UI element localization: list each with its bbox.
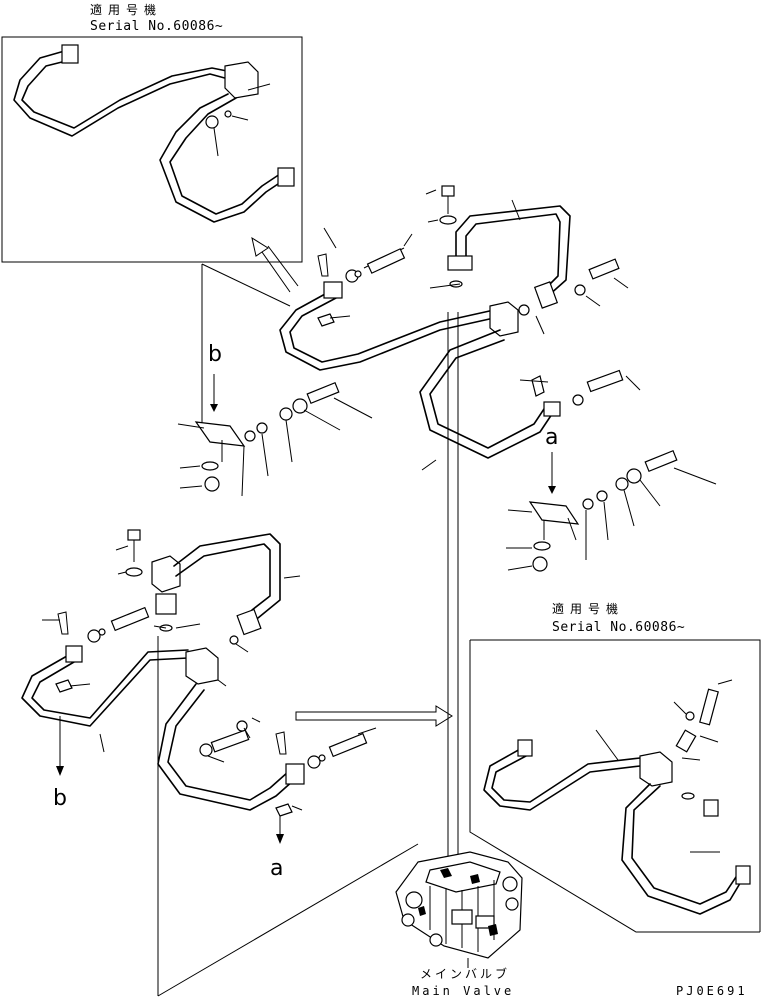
inset-box-bottom [469,639,761,933]
main-valve-label-en: Main Valve [412,984,515,998]
inset-bottom-serial-label: Serial No.60086~ [552,620,686,635]
inset-bottom-applies-label: 適用号機 [552,602,625,616]
arrow-b-label: b [53,786,67,811]
bracket-b-assembly [177,263,373,497]
drawing-code: PJ0E691 [676,984,748,998]
inset-top-serial-label: Serial No.60086~ [90,19,224,34]
inset-box-top [1,36,303,263]
bracket-a-assembly [506,449,717,572]
view-b-callout: b [208,342,222,367]
main-valve-label-jp: メインバルブ [420,967,511,981]
arrow-a-label: a [270,856,284,881]
upper-pipe-assembly [279,185,641,862]
view-a-callout: a [545,425,559,450]
lower-pipe-assembly [21,529,453,997]
main-valve-illustration [395,851,523,968]
inset-top-applies-label: 適用号機 [90,3,163,17]
